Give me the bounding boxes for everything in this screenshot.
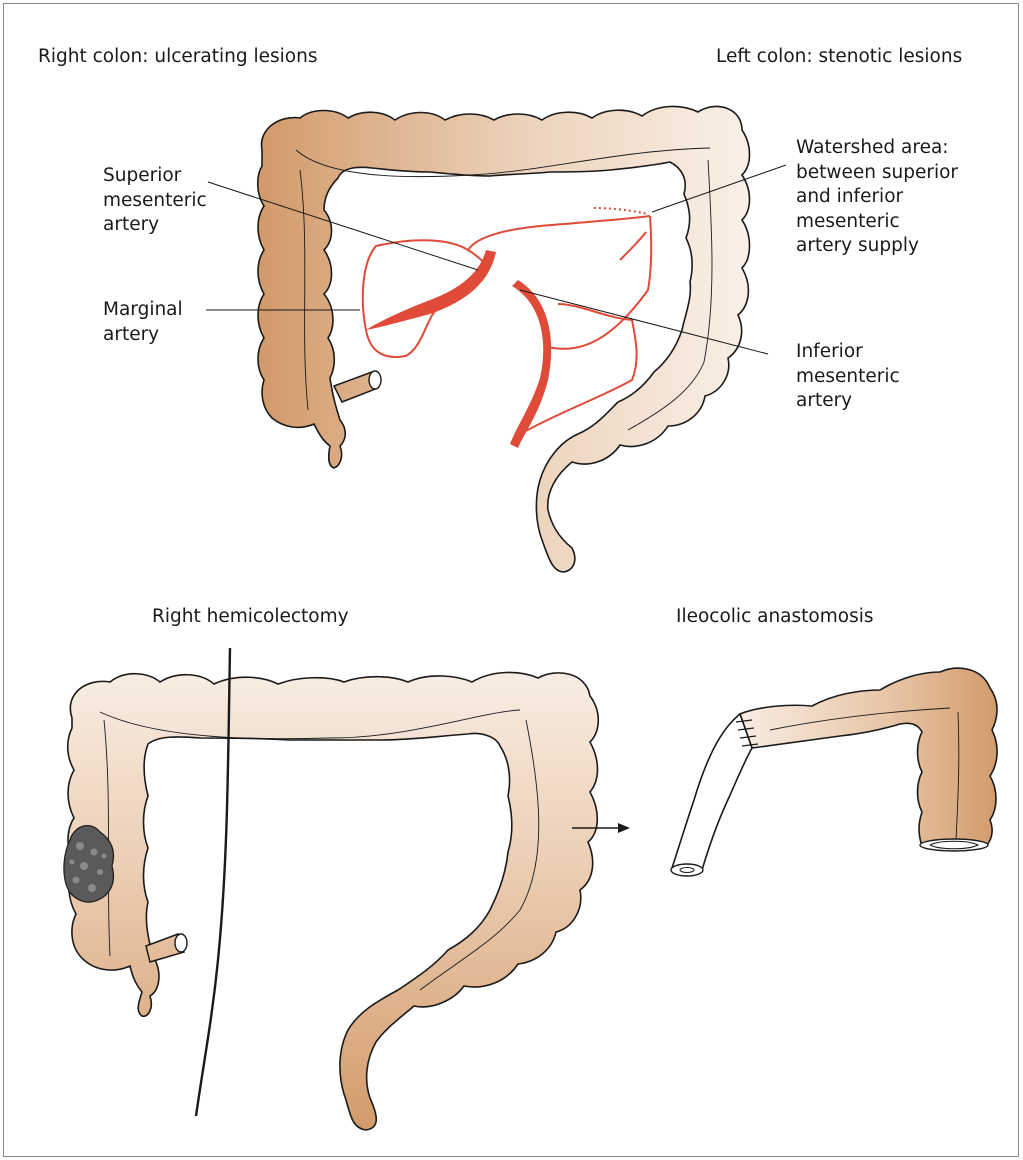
ileum-stump-b [148,824,176,934]
colon-top-body [258,106,750,572]
right-hemicolectomy-title: Right hemicolectomy [152,605,349,630]
marginal-line-2: artery [103,323,183,348]
ileum-bottom-shape [144,824,176,946]
marginal-line-1: Marginal [103,298,183,323]
right-colon-title: Right colon: ulcerating lesions [38,45,317,70]
ileum-bottom-visible [142,824,186,942]
ima-line-3: artery [796,389,900,414]
colon-top-figure [258,106,750,572]
label-inferior-mesenteric-artery: Inferior mesenteric artery [796,340,900,414]
label-superior-mesenteric-artery: Superior mesenteric artery [103,164,207,238]
watershed-dotted-artery [594,208,648,214]
anastomosis-figure [671,668,997,876]
watershed-line-4: mesenteric [796,210,958,235]
ileum-bottom [148,824,186,946]
ileum-stub [146,826,188,952]
ileum-bottom-real [144,822,190,944]
ileum-stump-bottom [148,822,190,952]
sma-line-3: artery [103,213,207,238]
ileum-cut-end [671,864,703,876]
ileum-bottom-tube [142,824,186,946]
ileum-stump-visible [146,822,190,942]
watershed-line-1: Watershed area: [796,136,958,161]
ileum-bottom-fill [146,824,186,946]
watershed-line-5: artery supply [796,234,958,259]
ileum-b [146,824,186,940]
ileum-horizontal-bottom [144,822,186,942]
ileum-segment-bottom [144,820,186,940]
ileocolic-anastomosis-title: Ileocolic anastomosis [676,605,873,630]
watershed-line-2: between superior [796,161,958,186]
ileum-piece-bottom [146,822,186,952]
ileum-bottom-drawn [144,824,188,934]
terminal-ileum-bottom [146,826,186,950]
ileum-bottom-outline [144,822,186,946]
colon-bottom-body [68,672,599,1130]
label-marginal-artery: Marginal artery [103,298,183,347]
colon-bottom-figure [64,648,598,1130]
leader-sma [208,182,478,270]
left-colon-title: Left colon: stenotic lesions [716,45,962,70]
sma-line-1: Superior [103,164,207,189]
label-watershed-area: Watershed area: between superior and inf… [796,136,958,259]
ileum-opening-top [369,371,381,389]
ima-line-1: Inferior [796,340,900,365]
ileum-opening-bottom [175,934,187,952]
sma-line-2: mesenteric [103,189,207,214]
watershed-line-3: and inferior [796,185,958,210]
inferior-mesenteric-artery [510,280,551,448]
ima-line-2: mesenteric [796,365,900,390]
